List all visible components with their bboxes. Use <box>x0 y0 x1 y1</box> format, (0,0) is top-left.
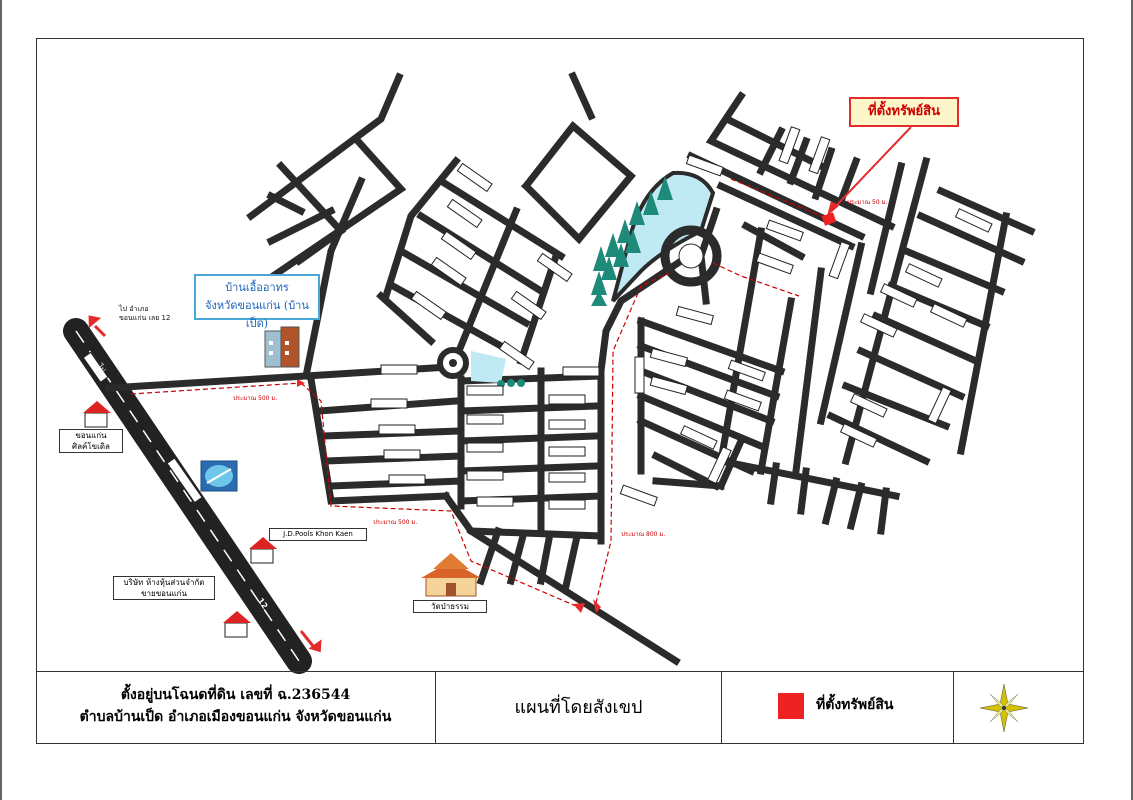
temple-label: วัดป่าธรรม <box>413 600 487 613</box>
direction-label-line1: ไป อำเภอ <box>119 305 149 313</box>
distance-label-2: ประมาณ 500 ม. <box>373 519 418 526</box>
khonkaen-office-label: ขอนแก่น ศิลค์โขเดิล <box>59 429 123 453</box>
map-title: แผนที่โดยสังเขป <box>436 672 722 744</box>
callout-pointer <box>827 126 912 216</box>
compass-icon <box>979 683 1029 733</box>
jd-pools-label: J.D.Pools Khon Kaen <box>269 528 367 541</box>
village-label-line2: จังหวัดขอนแก่น (บ้านเป็ด) <box>205 299 309 330</box>
road-network <box>105 71 1036 666</box>
khonkaen-office-line2: ศิลค์โขเดิล <box>72 442 110 451</box>
distance-label-4: ประมาณ 50 ม. <box>847 199 888 206</box>
village-label-line1: บ้านเอื้ออาทร <box>225 281 289 294</box>
road-name-tags <box>82 126 993 510</box>
direction-label: ไป อำเภอ ขอนแก่น เลย 12 <box>119 305 170 323</box>
pond-area <box>471 170 716 383</box>
north-arrow-shaft <box>93 324 107 338</box>
address-line2: ตำบลบ้านเป็ด อำเภอเมืองขอนแก่น จังหวัดขอ… <box>79 709 392 725</box>
distance-label-1: ประมาณ 500 ม. <box>233 395 278 402</box>
map-area: ที่ตั้งทรัพย์สิน บ้านเอื้ออาทร จังหวัดขอ… <box>36 38 1084 744</box>
village-label: บ้านเอื้ออาทร จังหวัดขอนแก่น (บ้านเป็ด) <box>194 274 320 330</box>
company-label: บริษัท ห้างหุ้นส่วนจำกัด ขายขอนแก่น <box>113 576 215 600</box>
legend-key-cell: ที่ตั้งทรัพย์สิน <box>722 672 954 744</box>
tree-group <box>591 176 673 306</box>
compass-cell <box>954 672 1084 744</box>
address-cell: ตั้งอยู่บนโฉนดที่ดิน เลขที่ ฉ.236544 ตำบ… <box>36 672 436 744</box>
company-label-line2: ขายขอนแก่น <box>141 589 187 598</box>
property-callout: ที่ตั้งทรัพย์สิน <box>849 97 959 127</box>
company-label-line1: บริษัท ห้างหุ้นส่วนจำกัด <box>123 578 205 587</box>
roundabout-big <box>660 225 722 287</box>
temple-icon <box>421 553 481 597</box>
house-icon-3 <box>223 611 251 638</box>
gas-station-icon <box>200 460 238 492</box>
direction-label-line2: ขอนแก่น เลย 12 <box>119 314 171 322</box>
legend-key-label: ที่ตั้งทรัพย์สิน <box>816 697 894 713</box>
house-icon-1 <box>83 401 111 428</box>
legend-bar: ตั้งอยู่บนโฉนดที่ดิน เลขที่ ฉ.236544 ตำบ… <box>36 671 1084 744</box>
south-arrow-shaft <box>299 630 315 647</box>
distance-label-3: ประมาณ 800 ม. <box>621 531 666 538</box>
village-buildings-icon <box>264 326 300 368</box>
roundabout-small <box>437 347 469 379</box>
khonkaen-office-line1: ขอนแก่น <box>75 431 107 440</box>
map-canvas <box>63 71 1036 674</box>
address-line1: ตั้งอยู่บนโฉนดที่ดิน เลขที่ ฉ.236544 <box>120 687 351 703</box>
direction-arrows <box>88 315 601 653</box>
house-icon-2 <box>249 537 277 564</box>
route-path <box>130 178 830 607</box>
property-marker <box>821 212 837 226</box>
legend-swatch <box>778 693 804 719</box>
